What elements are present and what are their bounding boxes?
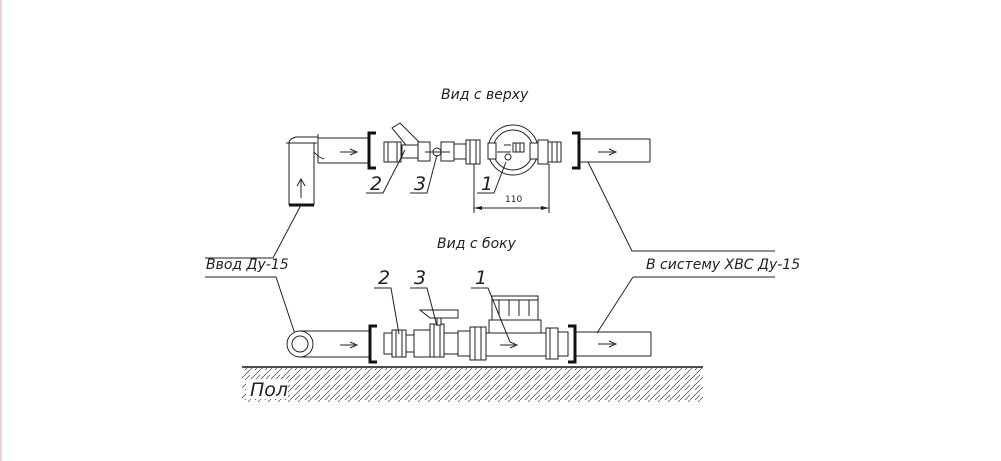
side-callout-3: 3 bbox=[414, 267, 426, 289]
side-callouts: 2 3 1 bbox=[374, 267, 511, 343]
outlet-label: В систему ХВС Ду-15 bbox=[646, 257, 800, 273]
side-view-title: Вид с боку bbox=[437, 236, 517, 252]
side-inlet-pipe bbox=[300, 330, 370, 358]
top-outlet-pipe bbox=[579, 138, 651, 163]
top-union bbox=[453, 139, 481, 165]
top-outlet-union bbox=[537, 139, 562, 165]
side-ball-valve bbox=[413, 309, 459, 358]
side-union bbox=[457, 326, 487, 361]
inlet-leader-top bbox=[205, 204, 302, 259]
top-elbow bbox=[286, 134, 325, 163]
top-riser-pipe bbox=[288, 143, 315, 207]
top-ball-valve bbox=[417, 141, 455, 162]
top-callout-1: 1 bbox=[481, 173, 493, 195]
top-callout-3: 3 bbox=[414, 173, 426, 195]
side-callout-1: 1 bbox=[475, 267, 487, 289]
top-view-title: Вид с верху bbox=[441, 87, 529, 103]
dimension-110: 110 bbox=[505, 195, 522, 205]
top-dimension: 110 bbox=[473, 164, 550, 213]
top-callout-2: 2 bbox=[370, 173, 382, 195]
outlet-leader-side bbox=[596, 276, 634, 334]
top-callouts: 2 3 1 bbox=[366, 149, 507, 195]
top-view: Вид с верху bbox=[205, 87, 775, 259]
inlet-label: Ввод Ду-15 bbox=[206, 257, 289, 273]
floor-label: Пол bbox=[250, 379, 288, 401]
side-riser-end bbox=[286, 330, 314, 358]
top-inlet-pipe bbox=[318, 137, 370, 164]
outlet-leader-top bbox=[587, 161, 775, 252]
inlet-leader-side bbox=[275, 276, 297, 338]
top-water-meter bbox=[487, 124, 539, 176]
top-bracket-left bbox=[367, 131, 376, 170]
side-bracket-left bbox=[368, 324, 377, 364]
side-bracket-right bbox=[568, 324, 577, 364]
side-view: Вид с боку Ввод Ду-15 В систему ХВС Ду-1… bbox=[205, 236, 800, 402]
side-callout-2: 2 bbox=[378, 267, 390, 289]
side-filter bbox=[383, 329, 415, 358]
side-outlet-pipe bbox=[575, 331, 652, 357]
top-bracket-right bbox=[572, 131, 581, 170]
floor: Пол bbox=[242, 366, 703, 402]
side-outlet-union bbox=[545, 327, 569, 360]
